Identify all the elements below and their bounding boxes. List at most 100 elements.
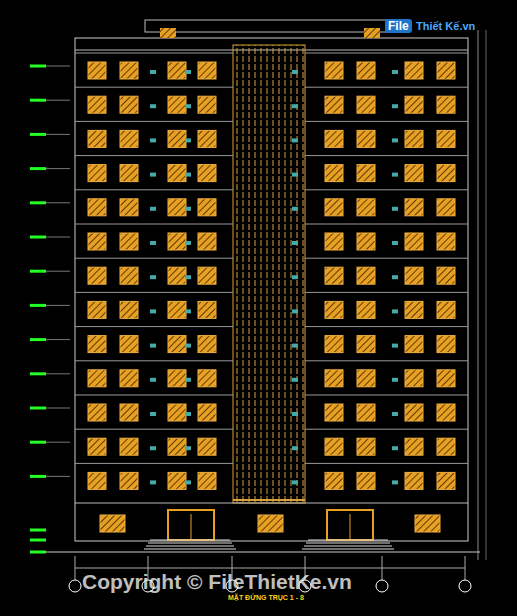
column-mark [150,480,156,484]
level-leader [46,305,70,306]
floor-slab [305,87,468,88]
window [198,472,216,489]
level-marker [30,539,46,542]
window [437,199,455,216]
floor-slab [75,121,233,122]
window [198,130,216,147]
column-mark [392,309,398,313]
window [415,515,440,532]
floor-slab [305,189,468,190]
column-mark [150,378,156,382]
column-mark [392,173,398,177]
column-mark [392,344,398,348]
window [357,199,375,216]
level-leader [46,271,70,272]
level-marker [30,475,46,478]
column-mark [292,344,298,348]
level-leader [46,339,70,340]
window [437,233,455,250]
window [325,404,343,421]
window [437,62,455,79]
column-mark [150,344,156,348]
window [437,472,455,489]
column-mark [185,446,191,450]
column-mark [185,241,191,245]
column-mark [392,412,398,416]
window [88,472,106,489]
ground-line [40,552,480,553]
window [120,438,138,455]
level-leader [46,202,70,203]
window [198,438,216,455]
level-leader [46,168,70,169]
window [357,96,375,113]
window [437,96,455,113]
level-marker [30,529,46,532]
column-mark [185,344,191,348]
entrance-step [148,543,232,544]
floor-slab [305,429,468,430]
window [437,370,455,387]
window [405,199,423,216]
window [88,130,106,147]
floor-slab [75,395,233,396]
window [198,165,216,182]
column-mark [292,207,298,211]
column-mark [392,104,398,108]
column-mark [185,309,191,313]
level-marker [30,133,46,136]
window [198,96,216,113]
floor-slab [305,121,468,122]
window [437,301,455,318]
column-mark [392,138,398,142]
window [120,233,138,250]
window [405,62,423,79]
level-marker [30,338,46,341]
window [437,404,455,421]
level-leader [46,476,70,477]
window [405,336,423,353]
facade-outline [75,38,468,541]
entrance-step [304,546,392,547]
floor-slab [305,53,468,54]
entrance-step [150,540,230,541]
window [437,130,455,147]
level-marker [30,270,46,273]
window [357,165,375,182]
column-mark [392,207,398,211]
window [168,267,186,284]
column-mark [185,138,191,142]
column-mark [292,241,298,245]
entrance-door [168,510,214,540]
column-mark [185,412,191,416]
column-mark [292,275,298,279]
window [325,370,343,387]
level-leader [46,373,70,374]
window [405,96,423,113]
dimension-line [486,30,487,560]
window [168,336,186,353]
window [88,233,106,250]
level-marker [30,304,46,307]
window [357,336,375,353]
column-mark [150,138,156,142]
window [405,130,423,147]
window [120,404,138,421]
window [405,165,423,182]
window [357,267,375,284]
drawing-title: MẶT ĐỨNG TRỤC 1 - 8 [228,594,304,601]
level-leader [46,66,70,67]
window [198,370,216,387]
floor-slab [75,87,233,88]
column-mark [185,104,191,108]
level-marker [30,372,46,375]
window [120,130,138,147]
floor-slab [305,224,468,225]
column-mark [150,104,156,108]
column-mark [150,241,156,245]
window [405,370,423,387]
axis-line [465,556,466,580]
window [168,233,186,250]
